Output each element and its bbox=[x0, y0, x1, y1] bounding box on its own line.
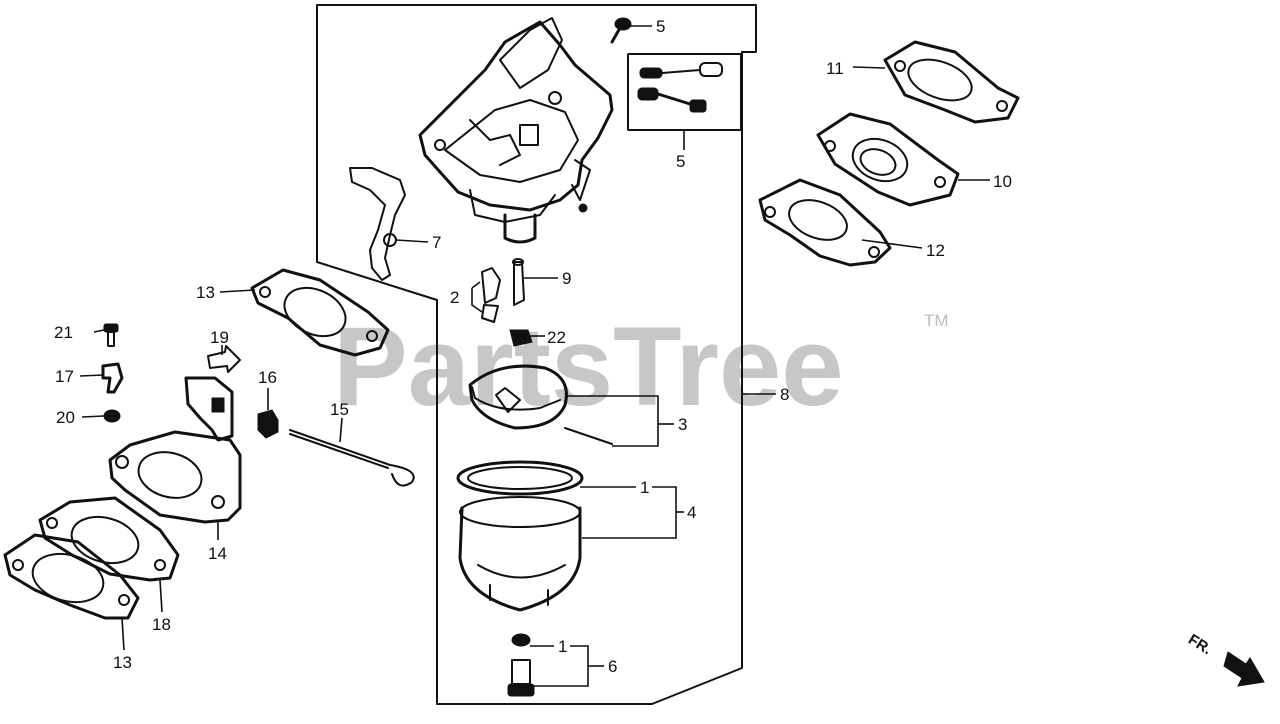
callout-21: 21 bbox=[54, 323, 73, 342]
elbow-17 bbox=[101, 362, 124, 394]
leader-lines bbox=[79, 25, 990, 687]
callout-16: 16 bbox=[258, 368, 277, 387]
callout-13-lower: 13 bbox=[113, 653, 132, 672]
callout-2: 2 bbox=[450, 288, 459, 307]
callout-15: 15 bbox=[330, 400, 349, 419]
bracket-14 bbox=[108, 376, 242, 524]
callout-17: 17 bbox=[55, 367, 74, 386]
gasket-18 bbox=[38, 496, 180, 582]
throttle-lever-7 bbox=[349, 167, 406, 281]
gasket-12 bbox=[758, 178, 892, 267]
callout-5-box: 5 bbox=[676, 152, 685, 171]
float-3 bbox=[468, 364, 613, 445]
assembly-boundary bbox=[316, 4, 757, 705]
callout-7: 7 bbox=[432, 233, 441, 252]
callout-4: 4 bbox=[687, 503, 696, 522]
insulator-10 bbox=[816, 112, 960, 207]
screw-set-5 bbox=[627, 53, 742, 131]
callout-18: 18 bbox=[152, 615, 171, 634]
callout-3: 3 bbox=[678, 415, 687, 434]
trademark-symbol: TM bbox=[924, 311, 949, 330]
callout-labels: 5 5 7 2 9 22 3 8 1 4 1 6 11 10 12 13 21 … bbox=[54, 17, 1012, 676]
float-bowl-4 bbox=[456, 460, 584, 612]
float-pin-parts bbox=[481, 258, 533, 347]
screw-5-top bbox=[610, 17, 632, 44]
callout-9: 9 bbox=[562, 269, 571, 288]
gasket-11 bbox=[883, 40, 1020, 124]
arrow-19 bbox=[207, 345, 241, 373]
callout-14: 14 bbox=[208, 544, 227, 563]
watermark-text: PartsTree bbox=[333, 304, 844, 429]
callout-1-washer: 1 bbox=[558, 637, 567, 656]
callout-13-upper: 13 bbox=[196, 283, 215, 302]
front-label: FR. bbox=[1185, 631, 1215, 658]
front-direction-arrow: FR. bbox=[1185, 631, 1265, 687]
gasket-13-lower bbox=[3, 533, 140, 620]
nut-20 bbox=[103, 409, 121, 423]
screw-21 bbox=[103, 323, 119, 347]
callout-12: 12 bbox=[926, 241, 945, 260]
callout-11: 11 bbox=[826, 59, 844, 78]
drain-bolt-6 bbox=[507, 633, 535, 697]
carburetor-body bbox=[418, 17, 614, 244]
callout-22: 22 bbox=[547, 328, 566, 347]
callout-5-top: 5 bbox=[656, 17, 665, 36]
callout-10: 10 bbox=[993, 172, 1012, 191]
callout-20: 20 bbox=[56, 408, 75, 427]
callout-19: 19 bbox=[210, 328, 229, 347]
nut-16 bbox=[257, 409, 279, 439]
link-rod-15 bbox=[289, 429, 415, 487]
gasket-13-upper bbox=[250, 268, 390, 357]
callout-6: 6 bbox=[608, 657, 617, 676]
callout-8: 8 bbox=[780, 385, 789, 404]
callout-1-bowl: 1 bbox=[640, 478, 649, 497]
